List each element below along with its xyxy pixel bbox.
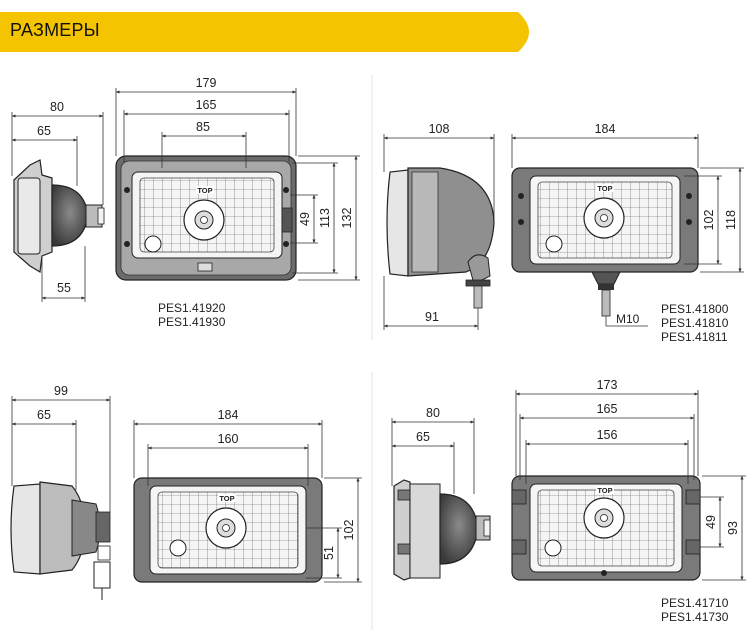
dim-label: 49	[704, 515, 718, 529]
part-code: PES1.41730	[661, 610, 729, 624]
lamp-3-front-dimensions: 184 160 51 102	[133, 408, 362, 583]
dim-label: 173	[597, 378, 618, 392]
dim-label: 55	[57, 281, 71, 295]
top-marking: TOP	[219, 494, 234, 503]
lamp-4-front-dimensions: 173 165 156 49 93	[515, 378, 746, 581]
dim-label: 118	[724, 210, 738, 230]
dim-label: 156	[597, 428, 618, 442]
lamp-2-front-dimensions: 184 102 118	[511, 122, 744, 327]
dim-label: 91	[425, 310, 439, 324]
lamp-4-front-view: TOP	[511, 475, 701, 581]
dim-label: 160	[218, 432, 239, 446]
dim-label: 113	[318, 208, 332, 228]
dim-label: 65	[37, 124, 51, 138]
top-marking: TOP	[597, 486, 612, 495]
lamp-1-front-view: TOP	[115, 155, 297, 281]
part-code: PES1.41710	[661, 596, 729, 610]
lamp-2-front-view: TOP	[511, 167, 699, 317]
part-code: PES1.41811	[661, 330, 728, 344]
dim-label: 99	[54, 384, 68, 398]
lamp-4-side-view	[393, 479, 491, 581]
dim-label: 65	[37, 408, 51, 422]
banner-background	[0, 12, 529, 52]
dim-label: 65	[416, 430, 430, 444]
top-marking: TOP	[597, 184, 612, 193]
header-banner: РАЗМЕРЫ	[0, 12, 540, 52]
dim-label: 49	[298, 212, 312, 226]
part-code: PES1.41800	[661, 302, 729, 316]
dim-label: 108	[429, 122, 450, 136]
dim-label: 184	[595, 122, 616, 136]
lamp-3-side-dimensions: 99 65	[11, 384, 111, 512]
top-marking: TOP	[197, 186, 212, 195]
dim-label: 85	[196, 120, 210, 134]
page-title: РАЗМЕРЫ	[10, 20, 100, 40]
lamp-3-side-view	[10, 481, 111, 600]
lamp-1-side-view	[13, 159, 105, 273]
dim-label: 80	[426, 406, 440, 420]
part-code: PES1.41920	[158, 301, 226, 315]
dim-label: 165	[597, 402, 618, 416]
lamp-1-front-dimensions: 179 165 85 49 113 132	[115, 76, 360, 281]
part-code: PES1.41930	[158, 315, 226, 329]
dim-label: 184	[218, 408, 239, 422]
lamp-1-side-dimensions: 80 65 55	[11, 100, 104, 302]
lamp-2-side-view	[386, 167, 495, 309]
dim-label: 102	[342, 520, 356, 541]
dim-label: 179	[196, 76, 217, 90]
thread-label: M10	[616, 312, 640, 326]
dim-label: 80	[50, 100, 64, 114]
dim-label: 132	[340, 208, 354, 229]
dim-label: 93	[726, 521, 740, 535]
part-code: PES1.41810	[661, 316, 729, 330]
dim-label: 51	[322, 546, 336, 560]
lamp-4-side-dimensions: 80 65	[391, 406, 475, 494]
dim-label: 165	[196, 98, 217, 112]
lamp-3-front-view: TOP	[133, 477, 323, 583]
lamp-2-side-dimensions: 108 91	[383, 122, 495, 330]
dim-label: 102	[702, 210, 716, 231]
